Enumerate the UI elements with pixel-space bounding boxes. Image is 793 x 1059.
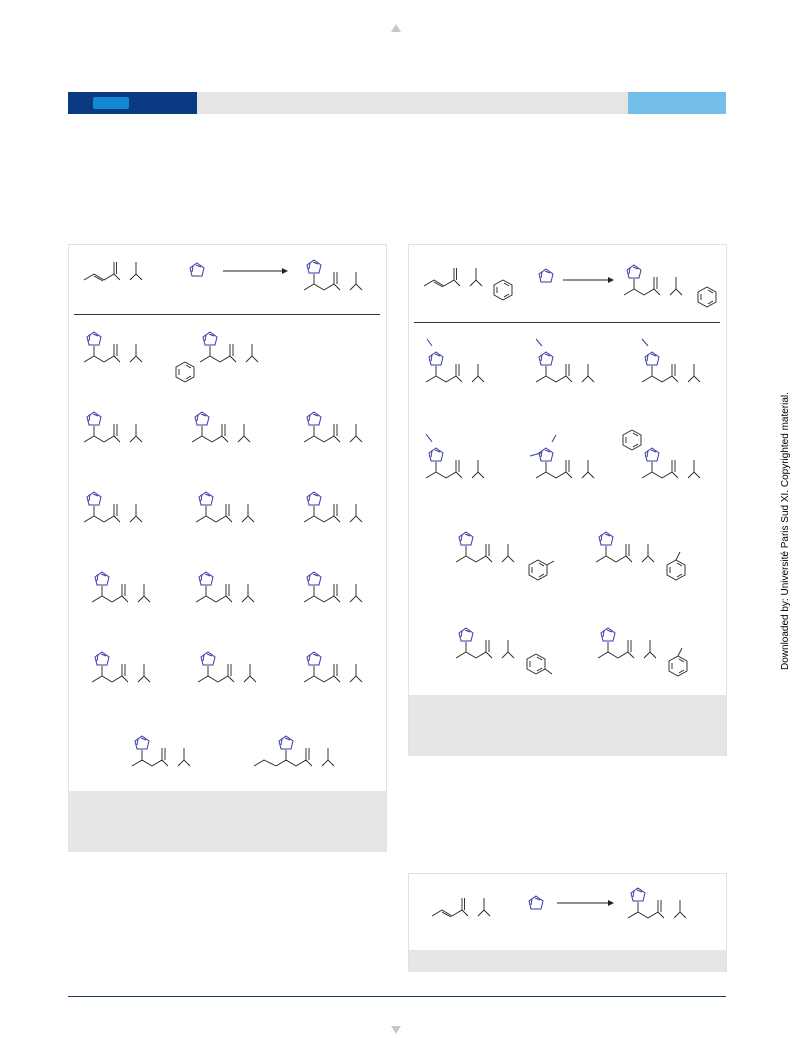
header-accent-block [628, 92, 726, 114]
scheme-divider-right [414, 322, 720, 323]
scheme-panel-right [408, 244, 727, 756]
download-watermark: Downloaded by: Université Paris Sud XI. … [780, 392, 791, 670]
page-header-bar [68, 92, 726, 114]
scheme-caption-left [69, 791, 386, 851]
scheme-caption-bottom [409, 950, 726, 971]
scroll-up-icon[interactable] [391, 24, 401, 32]
scheme-divider-left [74, 314, 380, 315]
scheme-panel-bottom [408, 873, 727, 972]
page-bottom-rule [68, 996, 726, 997]
header-badge [93, 97, 129, 109]
scheme-panel-left [68, 244, 387, 852]
scroll-down-icon[interactable] [391, 1026, 401, 1034]
header-brand-block [68, 92, 197, 114]
scheme-caption-right [409, 695, 726, 755]
